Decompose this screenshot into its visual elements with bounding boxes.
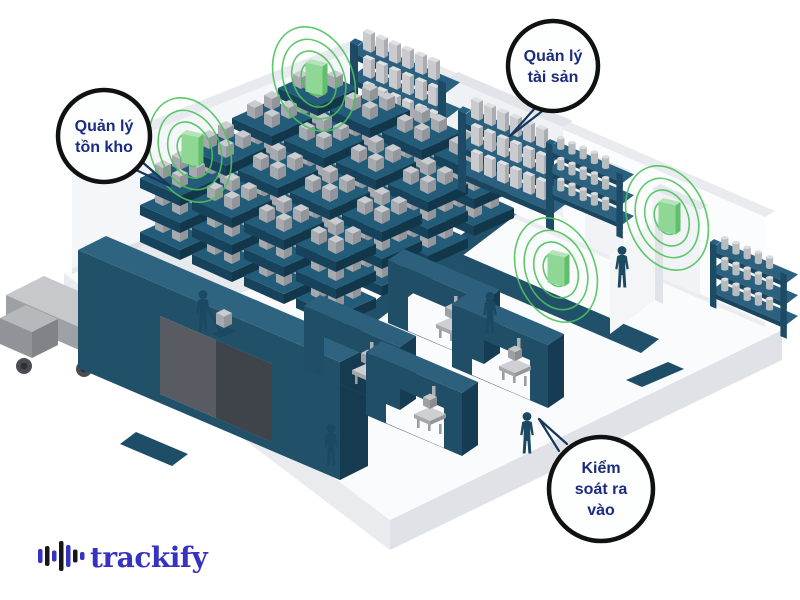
hand-truck [205, 305, 236, 338]
callout-inventory-label-line1: Quản lý [75, 118, 134, 135]
people [196, 246, 629, 466]
dock-gate [78, 236, 368, 480]
brand-logo: trackify [38, 541, 209, 574]
callout-assets-label-line1: Quản lý [524, 48, 583, 65]
callout-inventory: Quản lý tồn kho [55, 87, 172, 188]
waveform-bars-icon [38, 541, 85, 571]
door-mat [120, 432, 188, 466]
callout-access: Kiểm soát ra vào [537, 417, 656, 544]
callout-assets: Quản lý tài sản [505, 18, 601, 138]
door-mat [626, 362, 684, 387]
callout-access-label-line1: Kiểm [581, 459, 620, 477]
callout-access-label-line3: vào [587, 502, 615, 519]
callout-access-label-line2: soát ra [575, 481, 628, 498]
callout-inventory-label-line2: tồn kho [75, 139, 133, 156]
callout-assets-label-line2: tài sản [528, 69, 579, 86]
brand-name: trackify [90, 541, 208, 574]
